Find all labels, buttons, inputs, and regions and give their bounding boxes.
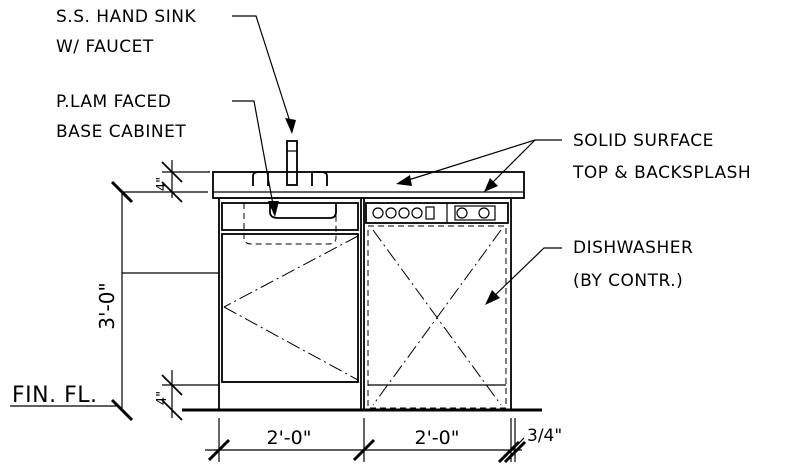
width-dimensions: 2'-0" 2'-0" 3/4" [205,418,562,464]
dishwasher-label-line2: (BY CONTR.) [573,271,683,291]
top-label-line1: SOLID SURFACE [573,131,714,151]
faucet [252,140,328,186]
dishwasher-callout: DISHWASHER (BY CONTR.) [485,238,693,305]
top-label-line2: TOP & BACKSPLASH [572,163,751,183]
sink-bowl [243,203,337,245]
base-cabinet [218,198,362,410]
cabinet-width-label: 2'-0" [267,427,312,449]
toe-kick-dimension: 4" [155,370,219,421]
floor-callout: FIN. FL. [10,383,116,408]
overall-height-label: 3'-0" [95,282,119,329]
floor-label: FIN. FL. [12,383,98,408]
sink-label-line1: S.S. HAND SINK [56,7,196,27]
end-gap-label: 3/4" [527,426,562,446]
dishwasher-label-line1: DISHWASHER [573,238,693,258]
sink-label-line2: W/ FAUCET [56,37,154,57]
sink-callout: S.S. HAND SINK W/ FAUCET [56,7,296,134]
cabinet-label-line1: P.LAM FACED [56,92,171,112]
top-callout: SOLID SURFACE TOP & BACKSPLASH [396,131,751,192]
cabinet-callout: P.LAM FACED BASE CABINET [56,92,279,217]
backsplash-dimension: 4" [155,160,210,203]
overall-height-dimension: 3'-0" [95,180,219,422]
countertop [212,171,525,199]
backsplash-height-label: 4" [155,177,170,191]
cabinet-label-line2: BASE CABINET [56,122,186,142]
dishwasher [363,198,512,410]
dishwasher-width-label: 2'-0" [415,427,460,449]
toe-kick-height-label: 4" [155,391,170,405]
dishwasher-buttons [372,205,496,221]
